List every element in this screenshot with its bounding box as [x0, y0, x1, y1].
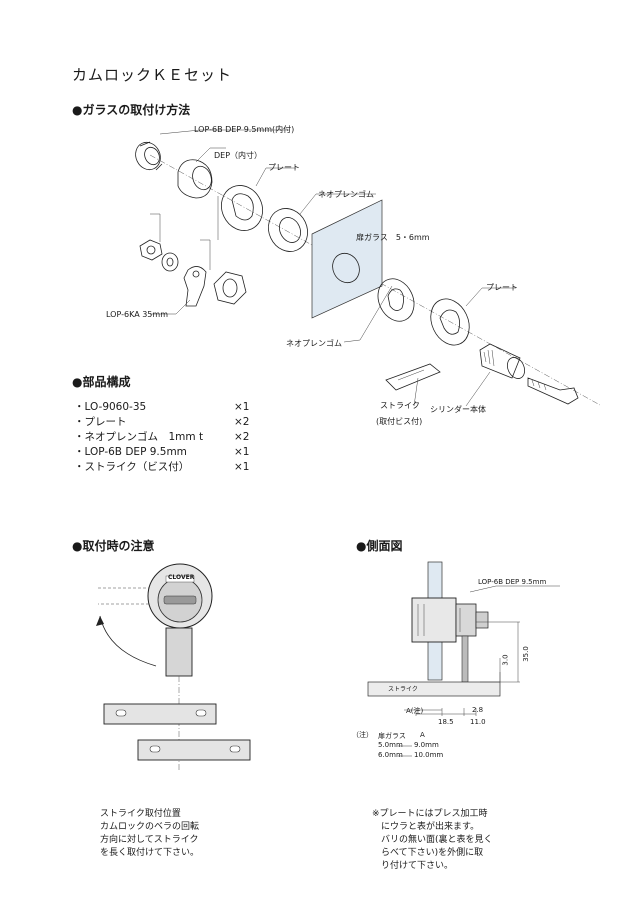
dim-18-5: 18.5 [438, 718, 454, 726]
part-qty: ×1 [234, 461, 250, 473]
section-side-view: ●側面図 [356, 539, 403, 553]
plate-note: ※プレートにはプレス加工時 にウラと表が出来ます。 バリの無い面(裏と表を見く … [372, 808, 493, 873]
label-cylinder: シリンダー本体 [430, 405, 486, 414]
parts-list-item: ・ストライク（ビス付） ×1 [74, 460, 314, 475]
side-label-lop6b: LOP-6B DEP 9.5mm [478, 578, 547, 586]
key-part [527, 377, 579, 405]
section-glass-install: ●ガラスの取付け方法 [72, 103, 191, 117]
glass-panel [311, 199, 383, 319]
label-neoprene-1: ネオプレンゴム [318, 190, 374, 199]
strike-lower [137, 739, 251, 761]
part-name: ・プレート [74, 416, 127, 428]
side-table-row1-a: 5.0mm [378, 741, 403, 749]
big-nut-part [213, 271, 247, 305]
side-table-row2-b: 10.0mm [414, 751, 444, 759]
part-name: ・ストライク（ビス付） [74, 461, 190, 473]
section-parts: ●部品構成 [72, 375, 131, 389]
plate-note-line: り付けて下さい。 [372, 861, 454, 871]
part-name: ・LOP-6B DEP 9.5mm [74, 446, 187, 458]
dim-35-0: 35.0 [521, 646, 530, 662]
parts-list-item: ・プレート ×2 [74, 415, 314, 430]
side-table-row1-b: 9.0mm [414, 741, 439, 749]
neoprene-1 [268, 208, 308, 252]
caution-note-line: 方向に対してストライク [100, 835, 199, 845]
label-lop6ka: LOP-6KA 35mm [106, 310, 168, 319]
part-qty: ×2 [234, 416, 250, 428]
dim-11-0: 11.0 [470, 718, 486, 726]
parts-list: ・LO-9060-35 ×1 ・プレート ×2 ・ネオプレンゴム 1mm t ×2 ・… [74, 400, 314, 475]
part-name: ・ネオプレンゴム 1mm t [74, 431, 204, 443]
caution-note-line: カムロックのベラの回転 [100, 822, 200, 832]
nut-part [139, 239, 163, 261]
parts-list-item: ・LO-9060-35 ×1 [74, 400, 314, 415]
page-title: カムロックＫＥセット [72, 66, 233, 84]
neoprene-2 [377, 278, 415, 322]
label-lop6b: LOP-6B DEP 9.5mm(内付) [194, 125, 295, 134]
cam-lever-part [183, 266, 207, 307]
side-table-note-mark: （注） [352, 731, 373, 739]
label-strike: ストライク [380, 401, 420, 410]
lop6b-cap-part [135, 141, 163, 171]
parts-list-item: ・LOP-6B DEP 9.5mm ×1 [74, 445, 314, 460]
plate-note-line: にウラと表が出来ます。 [372, 822, 480, 832]
dim-3-0: 3.0 [501, 654, 510, 666]
side-label-a: A(注) [406, 707, 424, 715]
label-neoprene-2: ネオプレンゴム [286, 339, 342, 348]
lock-brand-label: CLOVER [168, 574, 195, 581]
side-table-col2: A [420, 731, 425, 739]
cylinder-body [479, 343, 526, 379]
plate-2 [430, 298, 470, 346]
plate-note-line: ※プレートにはプレス加工時 [372, 809, 488, 819]
section-caution: ●取付時の注意 [72, 539, 155, 553]
part-qty: ×1 [234, 446, 250, 458]
part-qty: ×2 [234, 431, 250, 443]
dim-2-8: 2.8 [472, 706, 484, 714]
plate-note-line: らべて下さい)を外側に取 [372, 848, 484, 858]
caution-note: ストライク取付位置 カムロックのベラの回転 方向に対してストライク を長く取付け… [100, 808, 199, 860]
label-door-glass: 扉ガラス 5・6mm [356, 233, 430, 242]
washer-part [161, 252, 179, 272]
part-qty: ×1 [234, 401, 250, 413]
label-plate-2: プレート [486, 283, 518, 292]
parts-list-item: ・ネオプレンゴム 1mm t ×2 [74, 430, 314, 445]
part-name: ・LO-9060-35 [74, 401, 147, 413]
strike-part [385, 363, 441, 391]
side-table-row2-a: 6.0mm [378, 751, 403, 759]
label-dep: DEP（内寸） [214, 151, 263, 160]
side-table-col1: 扉ガラス [378, 732, 406, 740]
caution-note-line: を長く取付けて下さい。 [100, 848, 200, 858]
strike-upper [103, 703, 217, 725]
sleeve-part [177, 159, 213, 199]
label-strike-sub: (取付ビス付) [376, 417, 423, 426]
plate-1 [221, 185, 263, 231]
label-plate-1: プレート [268, 163, 300, 172]
side-label-strike: ストライク [388, 686, 418, 693]
plate-note-line: バリの無い面(裏と表を見く [372, 835, 493, 845]
caution-note-line: ストライク取付位置 [100, 809, 181, 819]
